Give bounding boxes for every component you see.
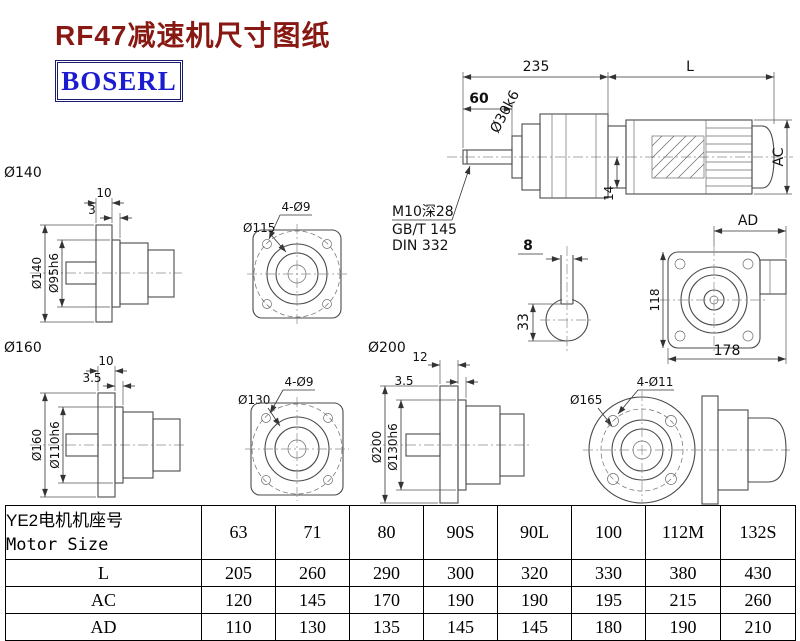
size-header-cell: 100: [571, 505, 646, 560]
dim-label-f160-spigot: Ø110h6: [48, 421, 62, 469]
value-cell: 330: [571, 559, 646, 587]
view-label-200: Ø200: [368, 340, 406, 356]
square-flange-130-view: 4-Ø9 Ø130: [238, 375, 349, 501]
value-cell: 195: [571, 586, 646, 614]
value-cell: 260: [720, 586, 796, 614]
value-cell: 135: [349, 613, 424, 641]
table-header-cn: YE2电机机座号: [6, 510, 124, 530]
view-label-160: Ø160: [4, 340, 42, 356]
dim-label-f140-3: 3: [88, 203, 96, 217]
size-header-cell: 63: [201, 505, 276, 560]
row-label-cell: L: [5, 559, 202, 587]
dim-label-f200-12: 12: [412, 350, 427, 364]
flange-160-view: Ø160 10 3.5 Ø160 Ø110h6: [4, 340, 186, 498]
value-cell: 215: [645, 586, 721, 614]
dim-label-118: 118: [648, 289, 662, 312]
dim-label-sq115-holes: 4-Ø9: [281, 200, 310, 214]
boserl-logo: BOSERL: [55, 60, 183, 102]
table-header-en: Motor Size: [6, 534, 109, 555]
note-din-standard: DIN 332: [392, 238, 449, 254]
value-cell: 380: [645, 559, 721, 587]
dim-label-key-width: 8: [523, 238, 533, 254]
dim-label-AC: AC: [771, 147, 787, 166]
flange-140-view: Ø140 10 3 Ø140 Ø95h6: [4, 165, 182, 323]
dim-label-sq115-bc: Ø115: [243, 221, 275, 235]
dim-label-sq130-holes: 4-Ø9: [284, 375, 313, 389]
dim-label-r165-holes: 4-Ø11: [637, 375, 674, 389]
dim-label-33: 33: [516, 313, 532, 331]
round-flange-165-view: 4-Ø11 Ø165: [570, 375, 790, 505]
rear-view: AD 118 178: [648, 213, 787, 364]
dim-label-f200-spigot: Ø130h6: [386, 423, 400, 471]
note-thread: M10深28: [392, 204, 454, 220]
dim-label-f160-35: 3.5: [82, 371, 101, 385]
page-title: RF47减速机尺寸图纸: [55, 20, 331, 51]
size-header-cell: 71: [275, 505, 350, 560]
size-header-cell: 90S: [423, 505, 498, 560]
value-cell: 290: [349, 559, 424, 587]
dim-label-f140-spigot: Ø95h6: [47, 253, 61, 293]
value-cell: 120: [201, 586, 276, 614]
value-cell: 145: [423, 613, 498, 641]
note-gb-standard: GB/T 145: [392, 222, 457, 238]
dim-label-f140-10: 10: [96, 186, 111, 200]
size-header-cell: 80: [349, 505, 424, 560]
table-header-row: YE2电机机座号 Motor Size 63 71 80 90S 90L 100…: [5, 505, 796, 560]
value-cell: 145: [497, 613, 572, 641]
value-cell: 145: [275, 586, 350, 614]
size-header-cell: 112M: [645, 505, 721, 560]
value-cell: 190: [645, 613, 721, 641]
dim-label-f200-dia: Ø200: [370, 431, 384, 463]
row-label-cell: AD: [5, 613, 202, 641]
table-row-L: L 205 260 290 300 320 330 380 430: [5, 559, 796, 587]
value-cell: 130: [275, 613, 350, 641]
table-row-AD: AD 110 130 135 145 145 180 190 210: [5, 613, 796, 641]
view-label-140: Ø140: [4, 165, 42, 181]
square-flange-115-view: 4-Ø9 Ø115: [243, 200, 347, 324]
value-cell: 210: [720, 613, 796, 641]
value-cell: 260: [275, 559, 350, 587]
drawing-canvas: 235 L 60 Ø30k6 AC 14 M10深28 GB/T 145 DIN: [4, 59, 793, 505]
dim-label-f160-10: 10: [98, 354, 113, 368]
dim-label-235: 235: [523, 59, 550, 75]
dim-label-AD: AD: [738, 213, 758, 229]
dim-label-f140-dia: Ø140: [30, 257, 44, 289]
value-cell: 170: [349, 586, 424, 614]
value-cell: 430: [720, 559, 796, 587]
dim-label-f200-35: 3.5: [394, 374, 413, 388]
dim-label-f160-dia: Ø160: [30, 429, 44, 461]
table-header-label-cell: YE2电机机座号 Motor Size: [5, 505, 202, 560]
shaft-key-section-view: 8 33: [516, 238, 594, 352]
value-cell: 320: [497, 559, 572, 587]
dim-label-60: 60: [469, 91, 489, 107]
value-cell: 205: [201, 559, 276, 587]
dim-label-178: 178: [714, 343, 741, 359]
dim-label-r165-bc: Ø165: [570, 393, 602, 407]
dim-label-L: L: [686, 59, 694, 75]
row-label-cell: AC: [5, 586, 202, 614]
value-cell: 300: [423, 559, 498, 587]
size-header-cell: 90L: [497, 505, 572, 560]
main-side-view: 235 L 60 Ø30k6 AC 14 M10深28 GB/T 145 DIN: [392, 59, 793, 254]
motor-size-table: YE2电机机座号 Motor Size 63 71 80 90S 90L 100…: [5, 505, 796, 641]
table-row-AC: AC 120 145 170 190 190 195 215 260: [5, 586, 796, 614]
dim-label-14: 14: [602, 186, 616, 201]
flange-200-view: Ø200 12 3.5 Ø200 Ø130h6: [368, 340, 530, 504]
value-cell: 110: [201, 613, 276, 641]
value-cell: 180: [571, 613, 646, 641]
size-header-cell: 132S: [720, 505, 796, 560]
value-cell: 190: [423, 586, 498, 614]
value-cell: 190: [497, 586, 572, 614]
dim-label-shaft-dia: Ø30k6: [487, 88, 523, 136]
